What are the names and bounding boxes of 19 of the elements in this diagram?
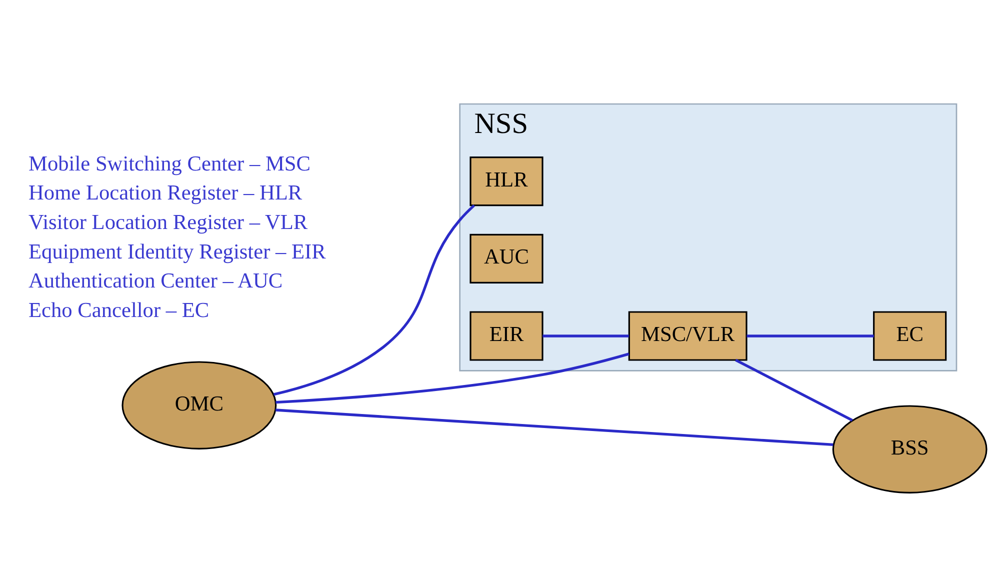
node-ellipse: BSS <box>832 405 987 494</box>
node-box: AUC <box>469 234 543 284</box>
connector <box>275 352 629 404</box>
connector <box>542 334 628 338</box>
node-box: MSC/VLR <box>628 311 747 361</box>
connector <box>746 334 874 338</box>
label: Equipment Identity Register – EIR <box>28 239 326 264</box>
node-box: EC <box>872 311 946 361</box>
node-ellipse: OMC <box>121 361 276 450</box>
label: Mobile Switching Center – MSC <box>28 151 310 176</box>
node-box: HLR <box>469 156 543 206</box>
node-box: EIR <box>469 311 543 361</box>
label: Home Location Register – HLR <box>28 180 302 205</box>
label: Authentication Center – AUC <box>28 268 282 293</box>
connector <box>272 204 475 396</box>
connector <box>275 408 833 446</box>
label: Visitor Location Register – VLR <box>28 210 308 234</box>
connector <box>734 358 852 422</box>
label: Echo Cancellor – EC <box>28 298 209 322</box>
